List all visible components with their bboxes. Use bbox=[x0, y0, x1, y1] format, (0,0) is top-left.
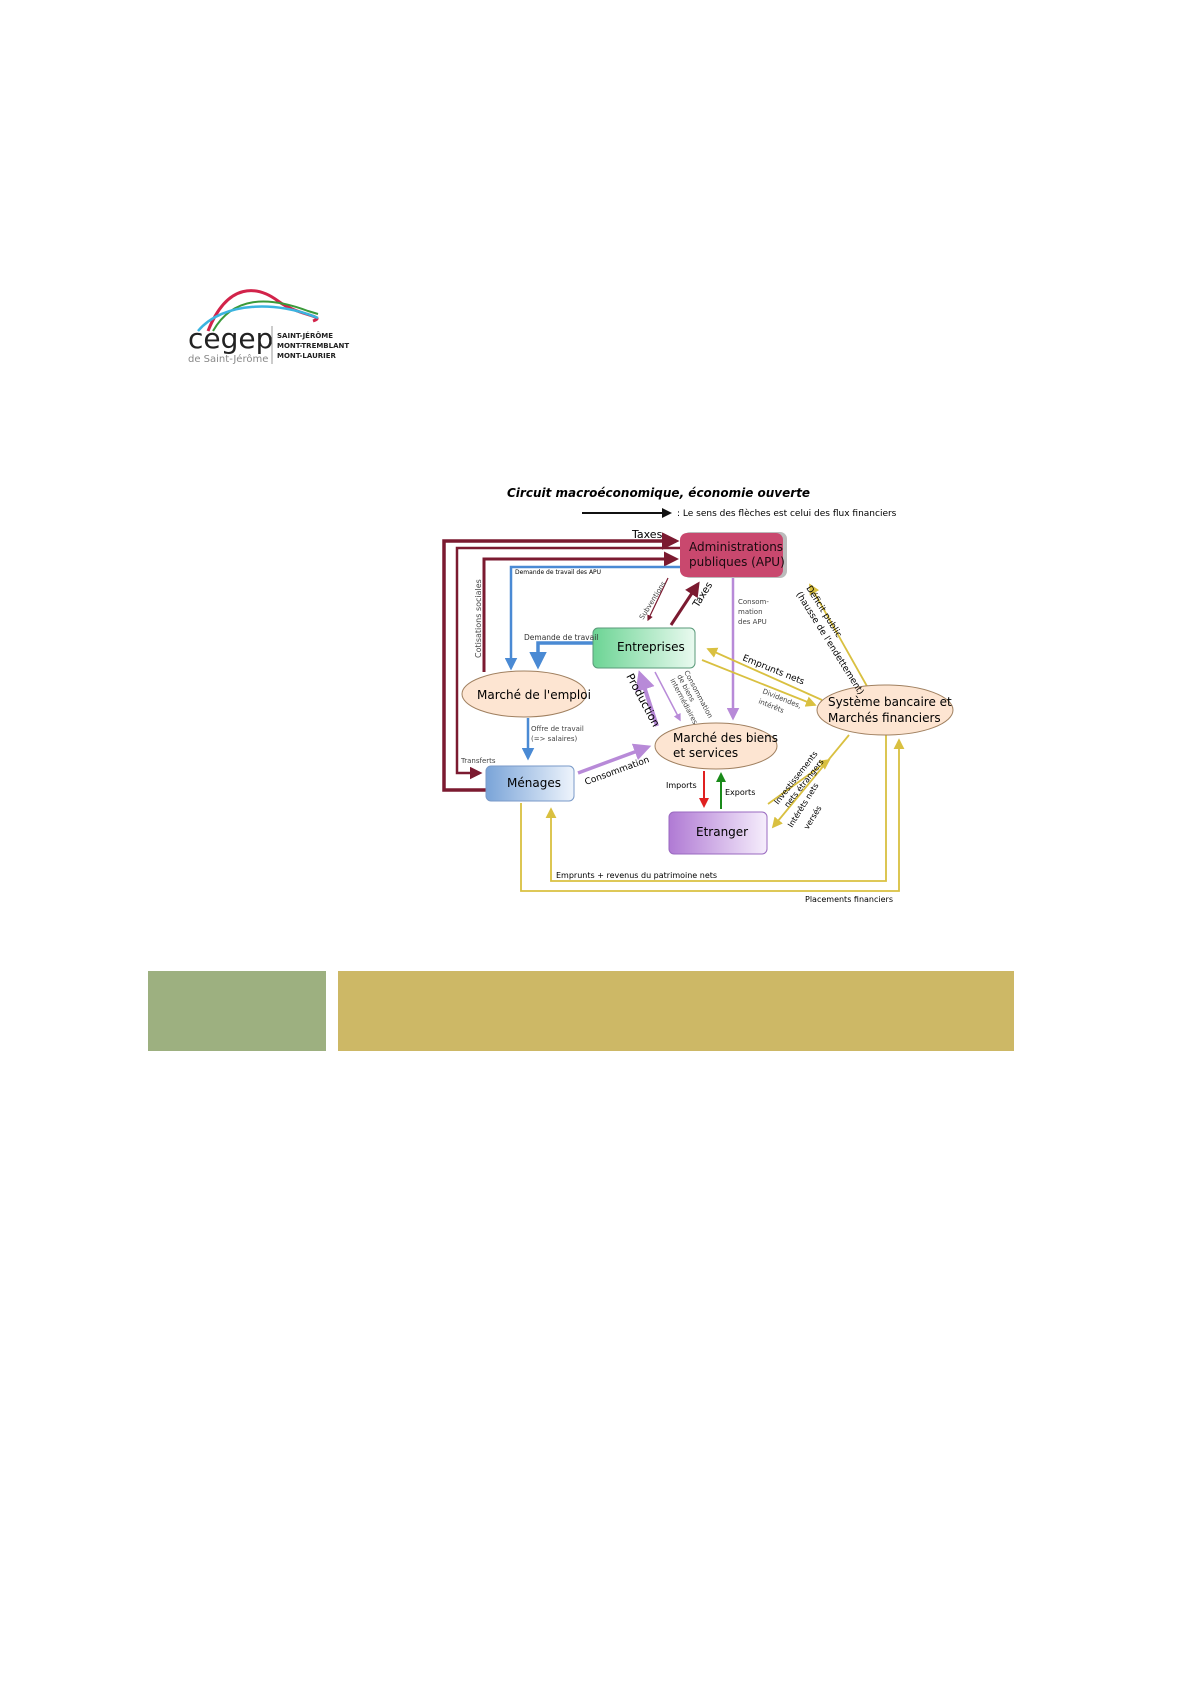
offre-2-label: (=> salaires) bbox=[531, 735, 577, 743]
green-banner-block bbox=[148, 971, 326, 1051]
node-entreprises bbox=[592, 627, 696, 669]
taxes-top-label: Taxes bbox=[631, 528, 663, 541]
entreprises-label: Entreprises bbox=[617, 640, 685, 654]
banque-2-label: Marchés financiers bbox=[828, 711, 941, 725]
logo-campus-text: SAINT-JÉRÔME bbox=[277, 331, 333, 340]
logo-wordmark: cegep bbox=[188, 322, 273, 355]
demande-apu-label: Demande de travail des APU bbox=[515, 569, 601, 576]
node-systeme-bancaire bbox=[816, 684, 954, 736]
node-etranger bbox=[668, 811, 768, 855]
node-apu bbox=[680, 533, 783, 577]
conso-apu-1-label: Consom- bbox=[738, 598, 769, 606]
biens-1-label: Marché des biens bbox=[673, 731, 778, 745]
macroeconomic-circuit-diagram: Circuit macroéconomique, économie ouvert… bbox=[442, 486, 954, 904]
logo-campus-text: MONT-LAURIER bbox=[277, 352, 337, 360]
etranger-label: Etranger bbox=[696, 825, 748, 839]
apu-2-label: publiques (APU) bbox=[689, 555, 785, 569]
menages-label: Ménages bbox=[507, 776, 561, 790]
apu-1-label: Administrations bbox=[689, 540, 783, 554]
imports-label: Imports bbox=[666, 781, 697, 790]
legend-label: : Le sens des flèches est celui des flux… bbox=[677, 508, 897, 519]
cegep-logo: cegep de Saint-Jérôme SAINT-JÉRÔME MONT-… bbox=[188, 289, 349, 365]
exports-label: Exports bbox=[725, 788, 755, 797]
taxes-ent-label: Taxes bbox=[691, 580, 715, 610]
placements-label: Placements financiers bbox=[805, 895, 893, 904]
title-label: Circuit macroéconomique, économie ouvert… bbox=[507, 486, 810, 500]
gold-banner-block bbox=[338, 971, 1014, 1051]
subventions-label: Subventions bbox=[638, 580, 668, 621]
offre-1-label: Offre de travail bbox=[531, 725, 584, 733]
transferts-label: Transferts bbox=[460, 757, 496, 765]
emprunts-nets-label: Emprunts nets bbox=[741, 654, 806, 688]
node-marche-biens bbox=[654, 722, 778, 770]
cotisations-label: Cotisations sociales bbox=[474, 579, 483, 658]
conso-apu-3-label: des APU bbox=[738, 618, 767, 626]
node-menages bbox=[485, 765, 575, 802]
biens-2-label: et services bbox=[673, 746, 738, 760]
node-marche-emploi bbox=[461, 670, 587, 718]
logo-sub: de Saint-Jérôme bbox=[188, 353, 268, 365]
demande-travail-label: Demande de travail bbox=[524, 633, 598, 642]
emploi-label: Marché de l'emploi bbox=[477, 688, 591, 702]
emprunts-revenus-label: Emprunts + revenus du patrimoine nets bbox=[556, 871, 717, 880]
conso-apu-2-label: mation bbox=[738, 608, 763, 616]
logo-campus-text: MONT-TREMBLANT bbox=[277, 342, 349, 350]
banque-1-label: Système bancaire et bbox=[828, 695, 952, 709]
